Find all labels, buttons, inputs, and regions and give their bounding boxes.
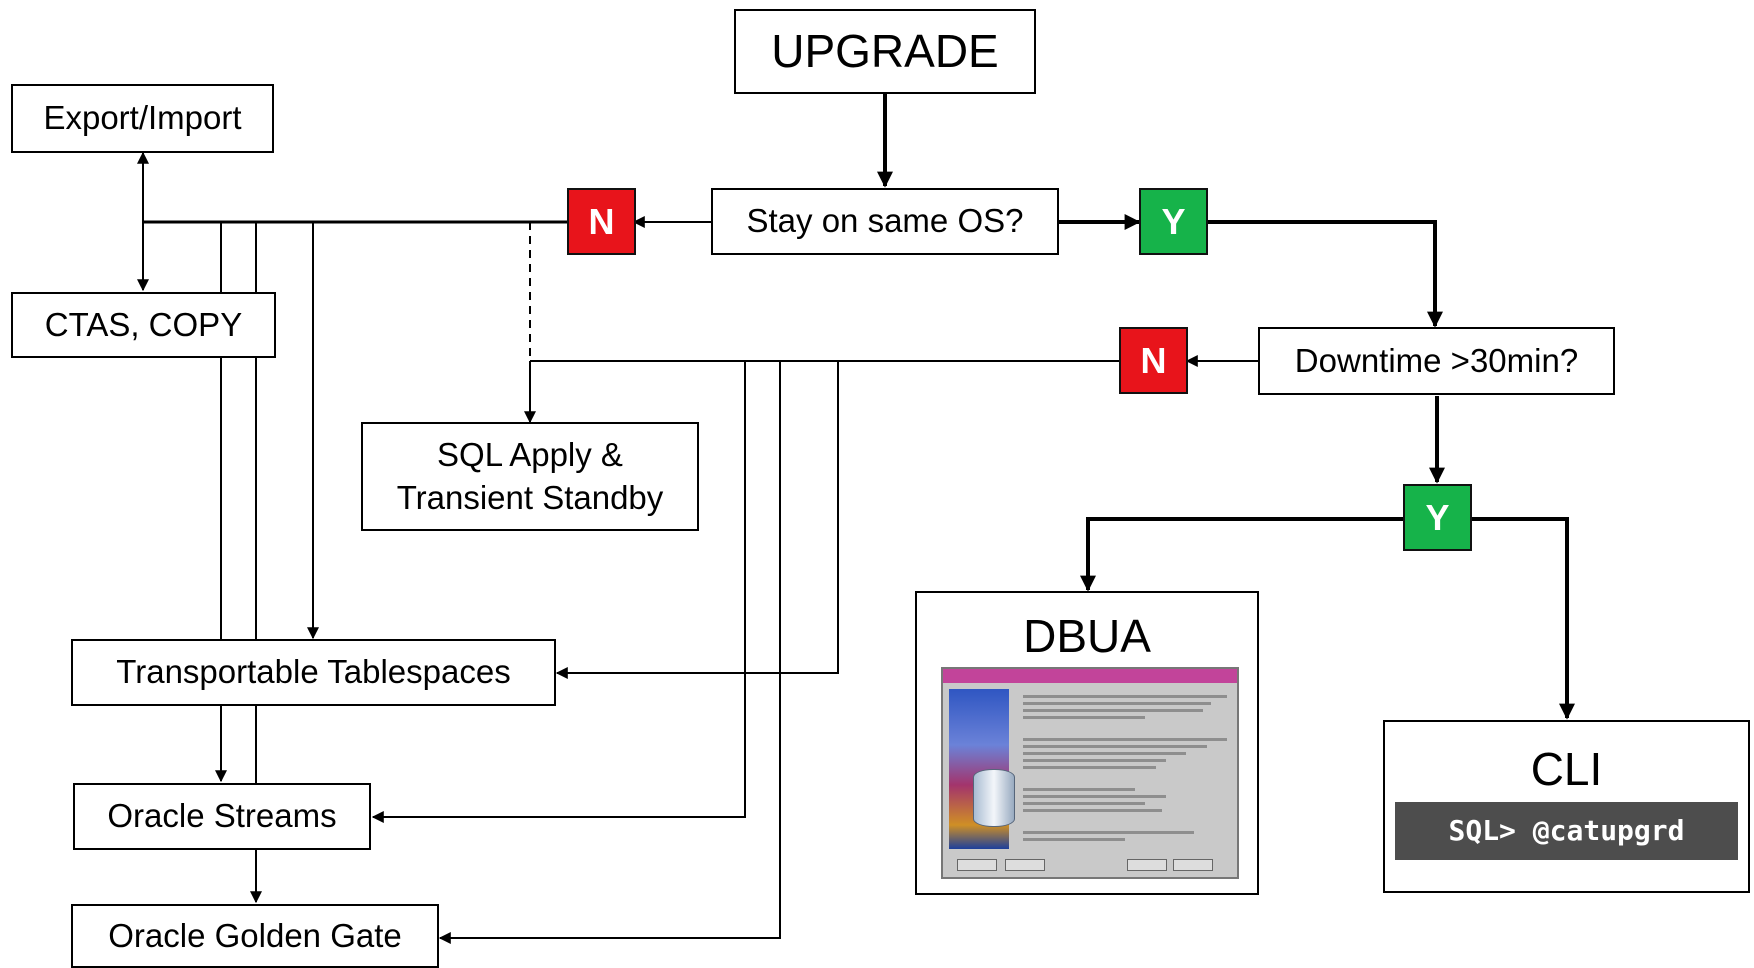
connector-yes2-to-cli — [1472, 517, 1575, 720]
stay-on-same-os-label: Stay on same OS? — [746, 202, 1024, 240]
database-icon — [973, 769, 1015, 827]
yes-badge-os-label: Y — [1161, 200, 1186, 242]
yes-badge-downtime: Y — [1403, 484, 1472, 551]
thumb-buttons — [951, 859, 1229, 871]
no-badge-downtime-label: N — [1140, 339, 1167, 381]
sql-apply-label: SQL Apply & Transient Standby — [396, 435, 664, 516]
oracle-golden-gate-node: Oracle Golden Gate — [71, 904, 439, 968]
connector-yes2-to-dbua — [1080, 517, 1405, 592]
ctas-copy-node: CTAS, COPY — [11, 292, 276, 358]
no-badge-downtime: N — [1119, 327, 1188, 394]
no-badge-os: N — [567, 188, 636, 255]
cli-command: SQL> @catupgrd — [1395, 802, 1738, 860]
thumb-title-bar — [943, 669, 1237, 683]
stay-on-same-os-question: Stay on same OS? — [711, 188, 1059, 255]
connector-no2-to-tts — [555, 361, 839, 679]
transportable-tablespaces-node: Transportable Tablespaces — [71, 639, 556, 706]
export-import-node: Export/Import — [11, 84, 274, 153]
no-badge-os-label: N — [588, 200, 615, 242]
transportable-tablespaces-label: Transportable Tablespaces — [116, 653, 511, 691]
downtime-label: Downtime >30min? — [1294, 341, 1579, 379]
connector-yes-to-downtime — [1206, 220, 1443, 328]
yes-badge-downtime-label: Y — [1425, 496, 1450, 538]
dbua-wizard-window-icon — [941, 667, 1239, 879]
dbua-label: DBUA — [1023, 610, 1151, 662]
thumb-text-lines — [1023, 691, 1227, 847]
upgrade-node: UPGRADE — [734, 9, 1036, 94]
oracle-golden-gate-label: Oracle Golden Gate — [108, 916, 402, 954]
upgrade-label: UPGRADE — [771, 24, 999, 77]
connector-no2-to-streams — [371, 361, 746, 823]
sql-apply-node: SQL Apply & Transient Standby — [361, 422, 699, 531]
yes-badge-os: Y — [1139, 188, 1208, 255]
cli-node: CLI SQL> @catupgrd — [1383, 720, 1750, 893]
connector-no2-to-goldengate — [438, 361, 781, 944]
oracle-streams-node: Oracle Streams — [73, 783, 371, 850]
export-import-label: Export/Import — [43, 99, 242, 137]
downtime-question: Downtime >30min? — [1258, 327, 1615, 395]
oracle-streams-label: Oracle Streams — [107, 797, 337, 835]
dbua-node: DBUA — [915, 591, 1259, 895]
cli-label: CLI — [1530, 743, 1603, 795]
ctas-copy-label: CTAS, COPY — [44, 305, 243, 343]
